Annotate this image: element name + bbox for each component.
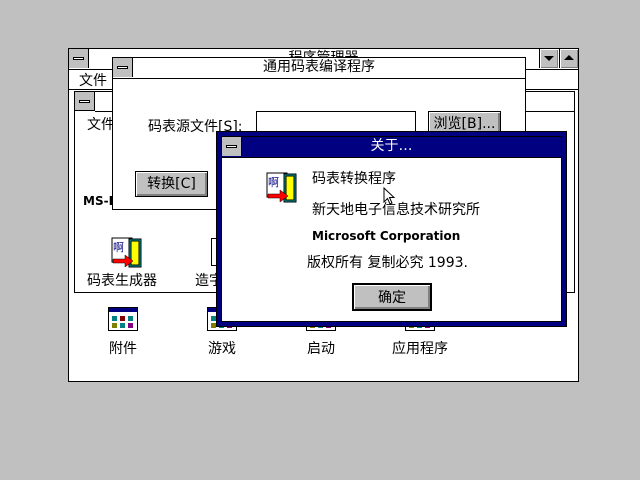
svg-text:啊: 啊 <box>268 176 279 189</box>
games-group-label[interactable]: 游戏 <box>208 341 236 357</box>
about-dialog-titlebar[interactable]: 关于… <box>222 137 561 158</box>
about-dialog-system-menu-icon[interactable] <box>222 137 242 156</box>
mouse-cursor-icon <box>383 186 397 207</box>
accessories-group-label[interactable]: 附件 <box>109 341 137 357</box>
about-company-cn: 新天地电子信息技术研究所 <box>312 202 480 218</box>
compiler-dialog-titlebar[interactable]: 通用码表编译程序 <box>113 58 525 79</box>
group-menu-file[interactable]: 文件 <box>87 117 115 133</box>
maximize-icon[interactable] <box>559 49 578 68</box>
browse-button-label: 浏览[B]... <box>433 116 496 132</box>
convert-button-label: 转换[C] <box>147 176 196 192</box>
applications-group-label[interactable]: 应用程序 <box>392 341 448 357</box>
startup-group-label[interactable]: 启动 <box>307 341 335 357</box>
char-creator-label[interactable]: 造字 <box>195 273 219 289</box>
program-manager-system-menu-icon[interactable] <box>69 49 89 68</box>
ok-button-label: 确定 <box>378 290 406 306</box>
group-system-menu-icon[interactable] <box>75 92 95 111</box>
ok-button[interactable]: 确定 <box>352 283 432 311</box>
compiler-dialog-title: 通用码表编译程序 <box>263 59 375 75</box>
about-dialog-title: 关于… <box>370 138 413 154</box>
about-dialog-body: 关于… 啊 码表转换程序 新天地电子信息技术研究所 Microsoft Corp… <box>221 136 562 322</box>
menu-file[interactable]: 文件 <box>79 73 107 89</box>
codetable-generator-app-icon[interactable]: 啊 <box>111 237 143 269</box>
minimize-icon[interactable] <box>539 49 558 68</box>
about-copyright: 版权所有 复制必究 1993. <box>307 255 468 271</box>
about-company-en: Microsoft Corporation <box>312 229 461 243</box>
group-truncated-text: MS-D <box>83 194 119 208</box>
convert-button[interactable]: 转换[C] <box>135 171 208 197</box>
about-app-name: 码表转换程序 <box>312 171 396 187</box>
accessories-group-icon[interactable] <box>108 307 138 331</box>
about-dialog: 关于… 啊 码表转换程序 新天地电子信息技术研究所 Microsoft Corp… <box>216 131 567 327</box>
svg-text:啊: 啊 <box>113 241 124 254</box>
codetable-generator-label[interactable]: 码表生成器 <box>87 273 157 289</box>
codetable-converter-app-icon: 啊 <box>266 172 298 204</box>
compiler-dialog-system-menu-icon[interactable] <box>113 58 133 77</box>
